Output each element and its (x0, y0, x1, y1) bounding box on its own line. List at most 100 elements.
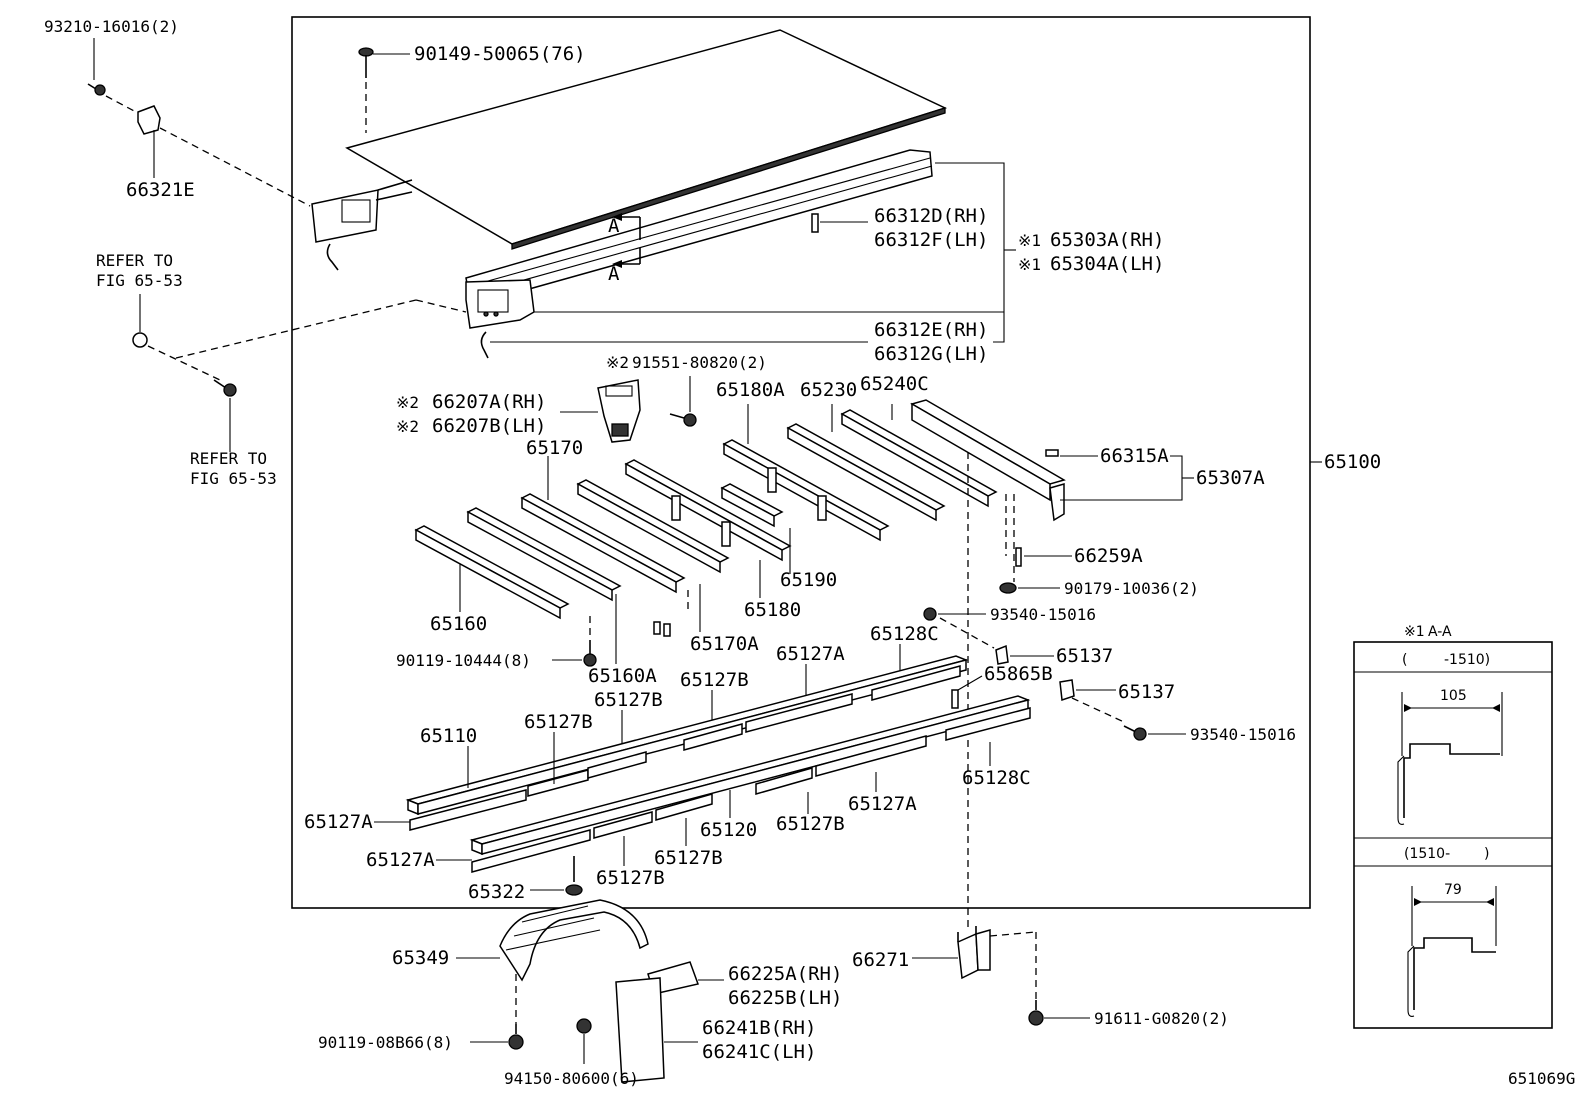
label-65120: 65120 (700, 819, 757, 841)
label-65170a: 65170A (690, 633, 759, 655)
label-65137-lower: 65137 (1118, 681, 1175, 703)
label-65127b-6: 65127B (596, 867, 665, 889)
label-65127b-2: 65127B (594, 689, 663, 711)
section-range-2-open: (1510- (1404, 846, 1450, 862)
section-header-title: A-A (1428, 624, 1452, 640)
crossmember-65190 (720, 483, 784, 528)
bolt-93210 (87, 38, 137, 113)
label-hook-rh: 66312E(RH) (874, 319, 988, 341)
section-arrow-lower (612, 248, 641, 268)
pin-65865b (951, 689, 959, 709)
label-screw-90149: 90149-50065(76) (414, 43, 586, 65)
label-65349: 65349 (392, 947, 449, 969)
label-65127a-bottom: 65127A (366, 849, 435, 871)
screw-90149 (358, 47, 410, 133)
label-refer-lower-2: FIG 65-53 (190, 469, 277, 488)
label-65127b-1: 65127B (680, 669, 749, 691)
mudflap-66241 (615, 977, 698, 1083)
mark-hinge-lh: ※2 (396, 417, 419, 436)
corner-bracket-left (311, 179, 413, 271)
mark-rail-lh: ※1 (1018, 255, 1041, 274)
label-93540-upper: 93540-15016 (990, 605, 1096, 624)
label-screw-90179: 90179-10036(2) (1064, 579, 1199, 598)
label-65160: 65160 (430, 613, 487, 635)
label-refer-upper-2: FIG 65-53 (96, 271, 183, 290)
spacer-set (409, 665, 1031, 873)
mark-hinge-bolt: ※2 (606, 353, 629, 372)
label-65230: 65230 (800, 379, 857, 401)
label-66315a: 66315A (1100, 445, 1169, 467)
label-66225b: 66225B(LH) (728, 987, 842, 1009)
pin-66312d (811, 213, 819, 233)
label-hinge-bolt: 91551-80820(2) (632, 353, 767, 372)
hinge-bolt (669, 376, 697, 427)
label-65100: 65100 (1324, 451, 1381, 473)
crossmember-65307a (910, 399, 1066, 522)
label-pin-rh: 66312D(RH) (874, 205, 988, 227)
label-hinge-lh: 66207B(LH) (432, 415, 546, 437)
clips-65170a (653, 584, 701, 637)
crossmember-65240c (840, 409, 998, 508)
label-rail-rh: 65303A(RH) (1050, 229, 1164, 251)
label-65127b-3: 65127B (524, 711, 593, 733)
nut-94150 (576, 1018, 592, 1064)
label-rail-lh: 65304A(LH) (1050, 253, 1164, 275)
section-range-1-value: -1510) (1444, 652, 1490, 668)
hinge-66207 (560, 379, 641, 443)
label-65127b-5: 65127B (654, 847, 723, 869)
bolt-90119-08b66 (470, 974, 524, 1050)
pin-66259a (1015, 547, 1022, 567)
label-65128c-upper: 65128C (870, 623, 939, 645)
label-66225a: 66225A(RH) (728, 963, 842, 985)
side-rail (465, 149, 933, 359)
label-65307a: 65307A (1196, 467, 1265, 489)
crossmember-65170 (520, 493, 686, 594)
label-65322: 65322 (468, 881, 525, 903)
bolt-93540-upper (923, 452, 995, 930)
nut-refer (132, 294, 467, 381)
label-65127a-left: 65127A (304, 811, 373, 833)
mark-hinge-rh: ※2 (396, 393, 419, 412)
label-65190: 65190 (780, 569, 837, 591)
label-94150: 94150-80600(6) (504, 1069, 639, 1088)
bolt-93540-lower (1123, 725, 1186, 741)
label-65127b-4: 65127B (776, 813, 845, 835)
section-range-1-open: ( (1402, 652, 1407, 668)
section-dimension-105: 105 (1440, 688, 1467, 704)
label-refer-upper-1: REFER TO (96, 251, 173, 270)
crossmember-65230 (786, 423, 946, 522)
label-65170: 65170 (526, 437, 583, 459)
section-dimension-79: 79 (1444, 882, 1462, 898)
label-65128c-lower: 65128C (962, 767, 1031, 789)
label-65240c: 65240C (860, 373, 929, 395)
label-65180: 65180 (744, 599, 801, 621)
label-screw-90119: 90119-10444(8) (396, 651, 531, 670)
pin-66315a (1045, 449, 1059, 457)
label-93540-lower: 93540-15016 (1190, 725, 1296, 744)
crossmember-65160 (414, 525, 570, 620)
bracket-65137-upper (995, 644, 1054, 665)
nut-66321e (137, 105, 311, 207)
label-bolt-93210: 93210-16016(2) (44, 17, 179, 36)
bracket-65137-lower (1059, 679, 1125, 723)
screw-90179 (999, 582, 1017, 594)
screw-65322 (530, 856, 583, 896)
label-66271: 66271 (852, 949, 909, 971)
label-65127a-mid: 65127A (848, 793, 917, 815)
label-65180a: 65180A (716, 379, 785, 401)
label-65137-upper: 65137 (1056, 645, 1113, 667)
section-arrow-upper (612, 213, 641, 240)
mark-rail-rh: ※1 (1018, 231, 1041, 250)
screw-90119-10444 (552, 616, 597, 667)
figure-code: 651069G (1508, 1069, 1575, 1088)
label-hook-lh: 66312G(LH) (874, 343, 988, 365)
section-range-2-close: ) (1484, 846, 1489, 862)
label-65865b: 65865B (984, 663, 1053, 685)
label-65110: 65110 (420, 725, 477, 747)
step-bracket-66271 (912, 926, 1037, 1000)
crossmember-65180a (722, 439, 890, 542)
section-mark-upper: A (608, 215, 620, 237)
label-65127a-upper: 65127A (776, 643, 845, 665)
